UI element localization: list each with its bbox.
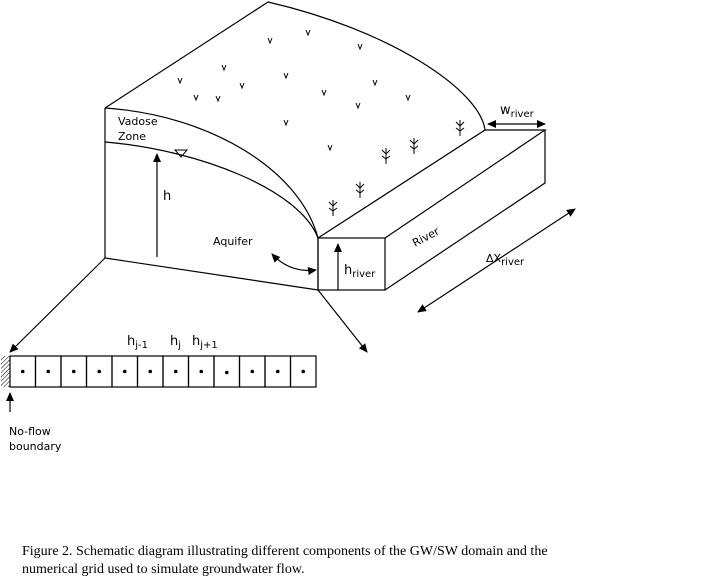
front-face-base: [104, 257, 319, 291]
hj-minus-1-label: hj-1: [127, 334, 148, 351]
grid-node: [97, 369, 102, 374]
no-flow-hatch: [1, 356, 10, 387]
caption-line-1: Figure 2. Schematic diagram illustrating…: [22, 544, 548, 559]
grid-node: [173, 369, 178, 374]
delta-x-river-label: ΔXriver: [486, 252, 525, 268]
grid-node: [301, 369, 306, 374]
grid-link-right-arrow: [317, 289, 368, 353]
h-label: h: [163, 189, 171, 204]
grid-node: [148, 369, 153, 374]
grid-node: [46, 369, 51, 374]
grid-node: [199, 369, 204, 374]
front-face-top: [104, 107, 319, 239]
plant-icon: [328, 120, 465, 216]
grid-node: [224, 370, 229, 375]
block-diagram: [104, 1, 547, 291]
grid-node: [71, 369, 76, 374]
grid-node: [20, 369, 25, 374]
w-river-label: wriver: [500, 103, 535, 120]
h-river-label: hriver: [344, 263, 376, 280]
hj-label: hj: [170, 334, 181, 351]
river-box-top: [317, 129, 547, 239]
river-box-front: [317, 237, 386, 291]
delta-x-arrow: [417, 208, 576, 313]
water-table-curve: [104, 141, 319, 239]
grass-icon: [177, 29, 411, 152]
no-flow-label: No-flow: [9, 425, 51, 438]
caption-line-2: numerical grid used to simulate groundwa…: [22, 562, 305, 577]
figure-caption: Figure 2. Schematic diagram illustrating…: [22, 543, 702, 579]
water-table-symbol: [173, 149, 189, 158]
grid-node: [275, 369, 280, 374]
numerical-grid: [9, 355, 317, 388]
boundary-label: boundary: [9, 440, 62, 453]
aquifer-exchange-arrow: [271, 253, 317, 275]
aquifer-label: Aquifer: [213, 235, 253, 248]
vadose-label: Vadose: [118, 115, 158, 128]
land-surface-outline: [104, 1, 486, 131]
grid-link-left-arrow: [9, 257, 106, 353]
grid-node: [122, 369, 127, 374]
hj-plus-1-label: hj+1: [192, 334, 218, 351]
zone-label: Zone: [118, 130, 146, 143]
grid-cell: [289, 355, 317, 388]
river-label: River: [410, 225, 442, 250]
grid-node: [250, 369, 255, 374]
